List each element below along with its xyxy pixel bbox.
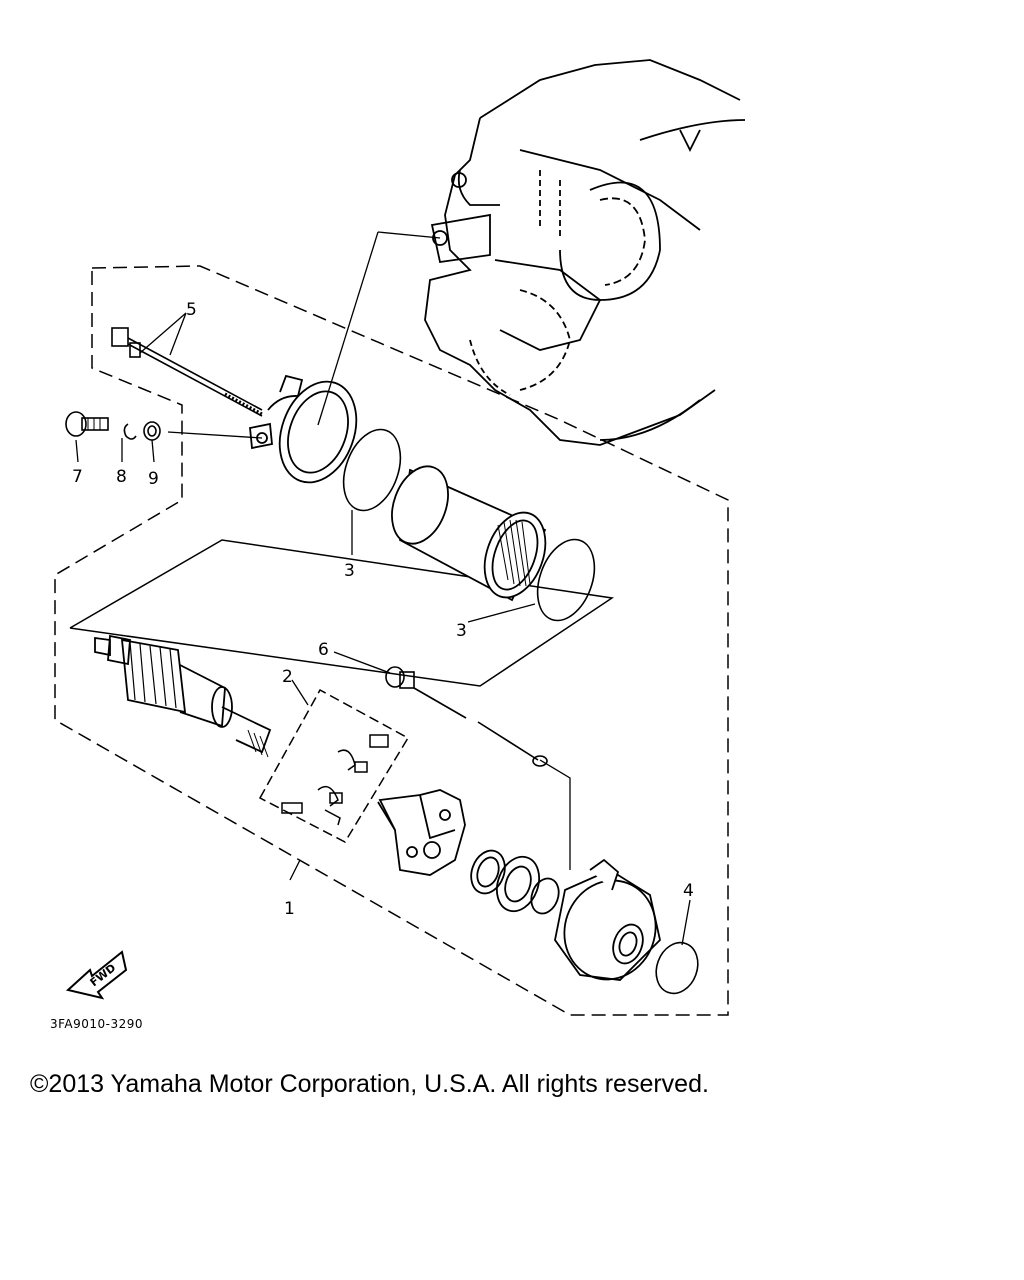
armature [94, 634, 272, 758]
part-label-5: 5 [186, 300, 197, 320]
copyright-notice: ©2013 Yamaha Motor Corporation, U.S.A. A… [30, 1070, 709, 1098]
part-label-1: 1 [284, 899, 295, 919]
assembly-boundary [54, 265, 729, 1016]
crankcase [424, 59, 746, 446]
diagram-code: 3FA9010-3290 [50, 1017, 143, 1031]
armature-outline [69, 539, 615, 843]
part-label-3-oring: 3 [344, 561, 355, 581]
part-label-2: 2 [282, 667, 293, 687]
yoke [391, 465, 547, 602]
o-ring-4 [655, 941, 699, 995]
fwd-arrow-icon: FWD [65, 950, 128, 1000]
front-cover [249, 374, 358, 484]
o-rings [342, 428, 596, 622]
through-bolts [111, 327, 263, 417]
part-label-8: 8 [116, 467, 127, 487]
rear-cover-assembly [470, 849, 661, 981]
part-label-4: 4 [683, 881, 694, 901]
part-label-3-oring-rear: 3 [456, 621, 467, 641]
terminal-lead [385, 666, 548, 767]
part-label-9: 9 [148, 469, 159, 489]
brush-holder-set [281, 734, 389, 826]
part-label-6: 6 [318, 640, 329, 660]
brush-plate [377, 789, 466, 876]
starter-motor-exploded-diagram: FWD 5 7 8 9 3 3 6 2 1 4 3FA9010-3290 [50, 59, 746, 1031]
bolt-washers [65, 411, 161, 441]
part-callouts: 5 7 8 9 3 3 6 2 1 4 [72, 300, 694, 919]
part-label-7: 7 [72, 467, 83, 487]
leader-lines [75, 231, 691, 946]
